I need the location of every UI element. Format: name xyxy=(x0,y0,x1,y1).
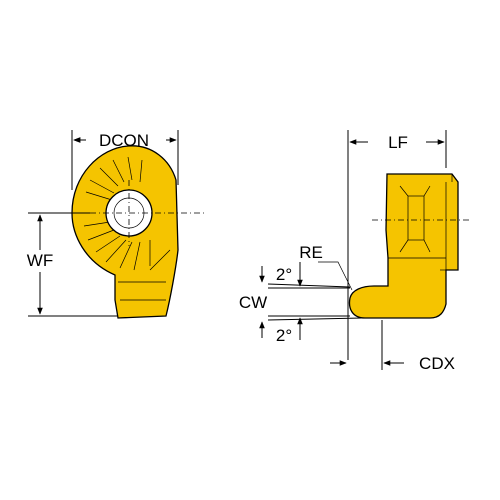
angle-top-label: 2° xyxy=(276,265,292,284)
angle-bottom-label: 2° xyxy=(276,326,292,345)
lf-label: LF xyxy=(388,133,408,152)
re-label: RE xyxy=(299,243,323,262)
dcon-label: DCON xyxy=(99,131,149,150)
cdx-label: CDX xyxy=(419,354,455,373)
insert-side-view xyxy=(259,130,472,370)
wf-label: WF xyxy=(27,251,53,270)
chipbreaker-grooves xyxy=(83,156,171,301)
insert-front-view xyxy=(28,130,205,319)
side-view-details xyxy=(388,174,453,271)
cw-label: CW xyxy=(239,293,267,312)
